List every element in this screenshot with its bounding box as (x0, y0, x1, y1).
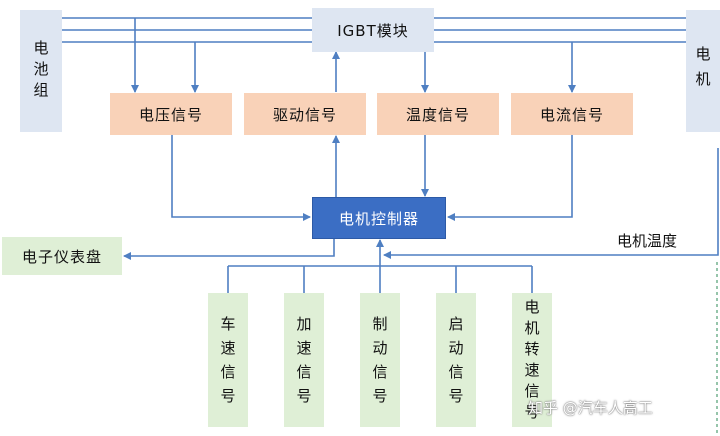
motor-speed-signal-box: 电机转速信号 (512, 293, 552, 427)
battery-pack: 电池组 (20, 10, 62, 132)
voltage-signal-box: 电压信号 (110, 93, 232, 135)
temperature-signal-label: 温度信号 (405, 105, 470, 124)
dashboard-box: 电子仪表盘 (2, 237, 122, 275)
motor-controller-label: 电机控制器 (338, 209, 419, 228)
motor-temperature-label: 电机温度 (617, 232, 678, 250)
brake-signal-label: 制动信号 (372, 315, 388, 405)
arrow-controller-to-dashboard (123, 238, 335, 260)
motor-speed-signal-label: 电机转速信号 (524, 298, 540, 421)
speed-signal-box: 车速信号 (208, 293, 248, 427)
speed-signal-label: 车速信号 (220, 315, 236, 405)
igbt-module: IGBT模块 (312, 8, 434, 52)
voltage-signal-label: 电压信号 (138, 105, 203, 124)
start-signal-label: 启动信号 (448, 315, 464, 405)
battery-pack-label: 电池组 (31, 39, 50, 103)
motor: 电机 (686, 10, 720, 132)
motor-controller: 电机控制器 (312, 197, 446, 239)
motor-label: 电机 (693, 46, 712, 96)
drive-signal-box: 驱动信号 (244, 93, 366, 135)
dashboard-label: 电子仪表盘 (21, 247, 102, 266)
igbt-module-label: IGBT模块 (337, 21, 409, 40)
drive-signal-label: 驱动信号 (272, 105, 337, 124)
brake-signal-box: 制动信号 (360, 293, 400, 427)
accel-signal-label: 加速信号 (296, 315, 312, 405)
current-signal-label: 电流信号 (539, 105, 604, 124)
current-signal-box: 电流信号 (511, 93, 633, 135)
arrow-current-to-controller (447, 135, 573, 221)
watermark: 知乎 @汽车人高工 (528, 399, 653, 417)
start-signal-box: 启动信号 (436, 293, 476, 427)
temperature-signal-box: 温度信号 (377, 93, 499, 135)
arrow-voltage-to-controller (171, 135, 311, 221)
accel-signal-box: 加速信号 (284, 293, 324, 427)
arrow-motor-temperature (383, 148, 719, 259)
